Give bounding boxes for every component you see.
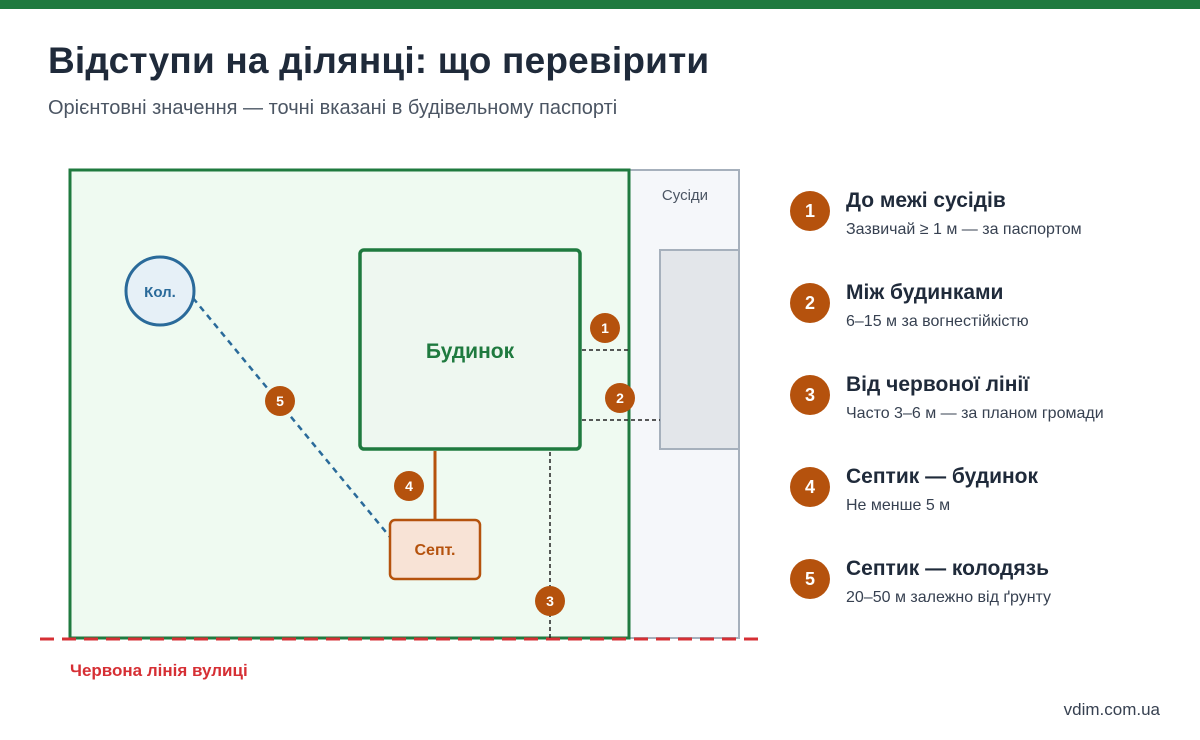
legend-item-description: Не менше 5 м — [846, 497, 951, 514]
svg-text:1: 1 — [601, 320, 609, 336]
legend-item: 3 Від червоної лінії Часто 3–6 м — за пл… — [790, 373, 1180, 465]
house-label: Будинок — [426, 340, 515, 363]
legend-item: 2 Між будинками 6–15 м за вогнестійкістю — [790, 281, 1180, 373]
legend-item-title: Від червоної лінії — [846, 373, 1030, 396]
legend-number-badge: 4 — [790, 467, 830, 507]
legend-item: 4 Септик — будинок Не менше 5 м — [790, 465, 1180, 557]
well — [124, 255, 196, 327]
marker-5: 5 — [265, 386, 295, 416]
marker-1: 1 — [590, 313, 620, 343]
top-accent-bar — [0, 0, 1200, 9]
septic-tank — [388, 518, 482, 581]
legend-item-title: Між будинками — [846, 281, 1004, 304]
marker-2: 2 — [605, 383, 635, 413]
house — [358, 248, 582, 451]
legend-item: 5 Септик — колодязь 20–50 м залежно від … — [790, 557, 1180, 649]
legend-item-description: 20–50 м залежно від ґрунту — [846, 589, 1052, 606]
distance-line-septic-well — [192, 297, 391, 538]
legend-number-badge: 3 — [790, 375, 830, 415]
legend-item-description: 6–15 м за вогнестійкістю — [846, 313, 1029, 330]
septic-label: Септ. — [415, 542, 456, 559]
legend-item: 1 До межі сусідів Зазвичай ≥ 1 м — за па… — [790, 189, 1180, 281]
legend-item-title: Септик — колодязь — [846, 557, 1049, 580]
well-label: Кол. — [144, 284, 176, 301]
neighbor-house — [659, 249, 740, 450]
legend-item-title: Септик — будинок — [846, 465, 1039, 488]
marker-3: 3 — [535, 586, 565, 616]
neighbors-label: Сусіди — [662, 187, 708, 204]
legend-item-description: Зазвичай ≥ 1 м — за паспортом — [846, 221, 1082, 238]
page-title: Відступи на ділянці: що перевірити — [48, 40, 710, 81]
legend-number-badge: 5 — [790, 559, 830, 599]
svg-text:5: 5 — [276, 393, 284, 409]
svg-text:2: 2 — [616, 390, 624, 406]
svg-text:4: 4 — [405, 478, 413, 494]
legend-item-description: Часто 3–6 м — за планом громади — [846, 405, 1104, 422]
legend: 1 До межі сусідів Зазвичай ≥ 1 м — за па… — [790, 189, 1180, 649]
marker-4: 4 — [394, 471, 424, 501]
svg-text:3: 3 — [546, 593, 554, 609]
legend-number-badge: 2 — [790, 283, 830, 323]
footer-site-link[interactable]: vdim.com.ua — [1063, 700, 1160, 719]
page-subtitle: Орієнтовні значення — точні вказані в бу… — [48, 97, 618, 119]
red-line-label: Червона лінія вулиці — [70, 661, 248, 680]
legend-item-title: До межі сусідів — [846, 189, 1006, 212]
legend-number-badge: 1 — [790, 191, 830, 231]
